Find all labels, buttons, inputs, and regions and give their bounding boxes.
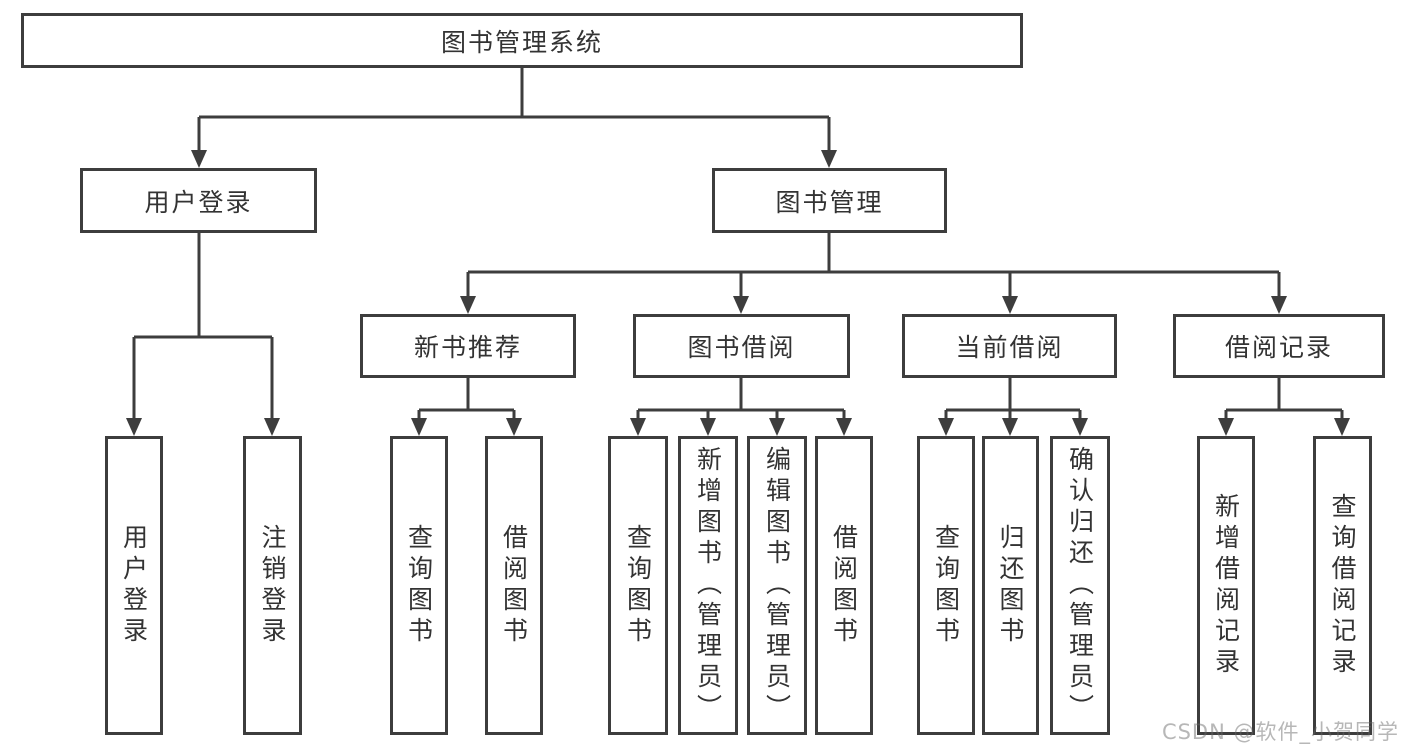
- leaf-recommend-borrow-books: 借阅图书: [485, 436, 543, 735]
- csdn-watermark: CSDN @软件_小贺同学: [1161, 720, 1399, 744]
- leaf-current-query-books-label: 查询图书: [931, 523, 961, 648]
- node-borrowing-records: 借阅记录: [1173, 314, 1385, 378]
- node-borrowing-records-label: 借阅记录: [1224, 333, 1333, 362]
- node-book-borrowing: 图书借阅: [633, 314, 850, 378]
- leaf-user-login-label: 用户登录: [119, 523, 149, 648]
- leaf-add-borrow-record: 新增借阅记录: [1197, 436, 1255, 735]
- leaf-add-books-admin-label: 新增图书（管理员）: [693, 446, 723, 725]
- leaf-recommend-query-books: 查询图书: [390, 436, 448, 735]
- leaf-borrowing-borrow-books: 借阅图书: [815, 436, 873, 735]
- leaf-borrowing-query-books-label: 查询图书: [623, 523, 653, 648]
- node-book-management-label: 图书管理: [775, 187, 884, 217]
- leaf-recommend-query-books-label: 查询图书: [404, 523, 434, 648]
- leaf-recommend-borrow-books-label: 借阅图书: [499, 523, 529, 648]
- leaf-edit-books-admin: 编辑图书（管理员）: [747, 436, 807, 735]
- leaf-user-login: 用户登录: [105, 436, 163, 735]
- leaf-confirm-return-admin-label: 确认归还（管理员）: [1065, 446, 1095, 725]
- leaf-query-borrow-record-label: 查询借阅记录: [1328, 492, 1357, 679]
- leaf-borrowing-borrow-books-label: 借阅图书: [829, 523, 859, 648]
- leaf-add-borrow-record-label: 新增借阅记录: [1211, 492, 1241, 679]
- node-current-borrowing: 当前借阅: [902, 314, 1117, 378]
- node-current-borrowing-label: 当前借阅: [955, 333, 1064, 362]
- leaf-return-books-label: 归还图书: [996, 523, 1025, 648]
- node-book-borrowing-label: 图书借阅: [687, 333, 796, 362]
- node-new-book-recommendation: 新书推荐: [360, 314, 576, 378]
- leaf-borrowing-query-books: 查询图书: [608, 436, 668, 735]
- leaf-confirm-return-admin: 确认归还（管理员）: [1050, 436, 1110, 735]
- node-user-login-branch: 用户登录: [80, 168, 317, 233]
- node-new-book-recommendation-label: 新书推荐: [413, 333, 522, 362]
- leaf-query-borrow-record: 查询借阅记录: [1313, 436, 1372, 735]
- node-user-login-label: 用户登录: [144, 187, 253, 217]
- node-book-management-branch: 图书管理: [712, 168, 947, 233]
- node-root-system: 图书管理系统: [21, 13, 1023, 68]
- leaf-return-books: 归还图书: [982, 436, 1039, 735]
- leaf-logout-label: 注销登录: [258, 523, 287, 648]
- leaf-logout: 注销登录: [243, 436, 302, 735]
- node-root-label: 图书管理系统: [440, 27, 603, 57]
- leaf-add-books-admin: 新增图书（管理员）: [678, 436, 738, 735]
- leaf-edit-books-admin-label: 编辑图书（管理员）: [762, 446, 792, 725]
- leaf-current-query-books: 查询图书: [917, 436, 975, 735]
